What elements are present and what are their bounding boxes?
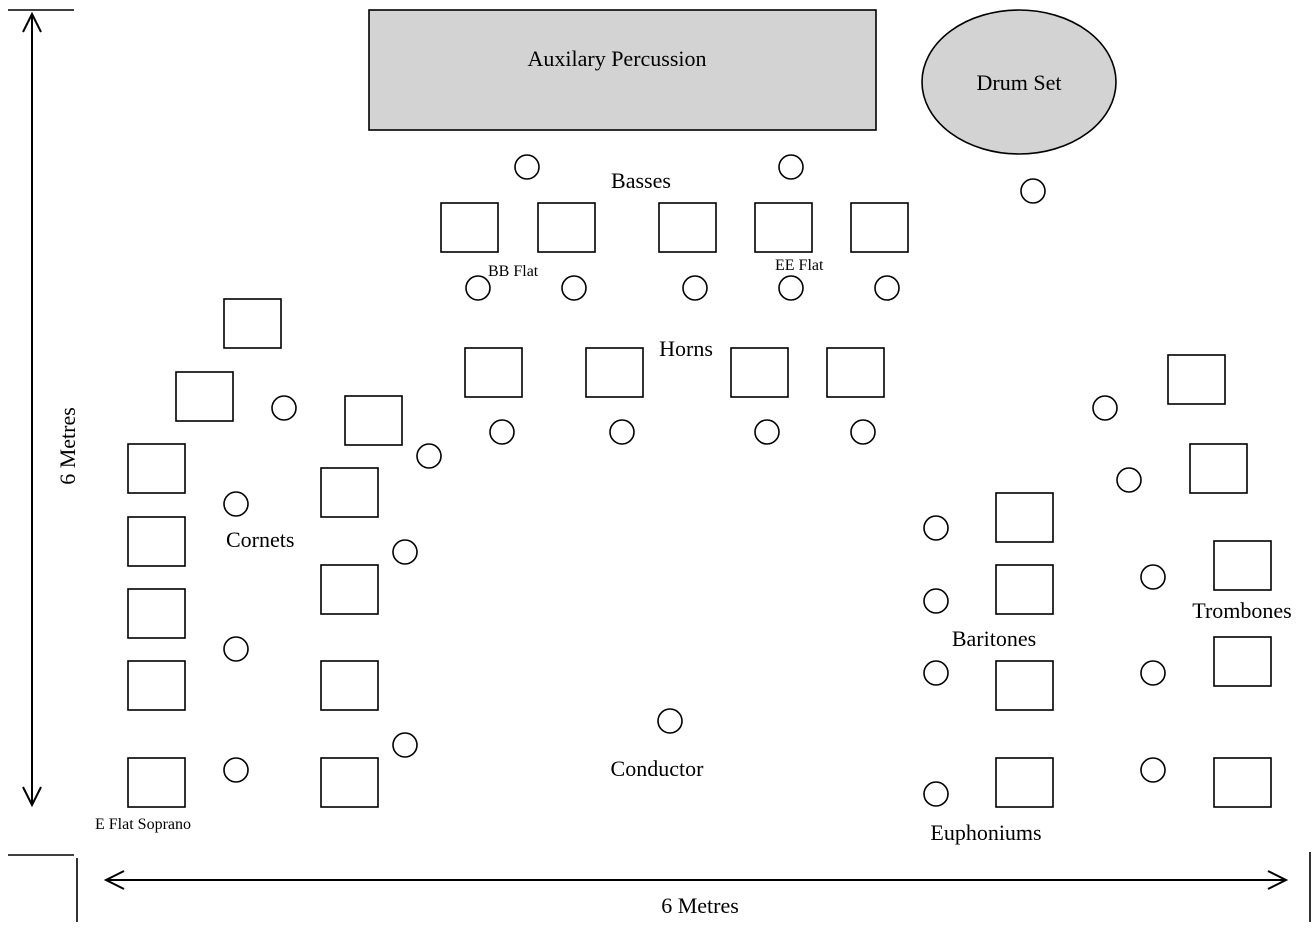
cornet-stand [127,660,186,711]
horn-seat [754,419,780,445]
height-dimension-label: 6 Metres [55,407,80,485]
ee-flat-label: EE Flat [775,257,824,274]
baritone-stand [995,492,1054,543]
trombone-seat [1140,757,1166,783]
conductor-seat [657,708,683,734]
cornets-label: Cornets [226,527,294,552]
horn-stand [826,347,885,398]
baritones-label: Baritones [952,626,1036,651]
horns-label: Horns [659,336,713,361]
horn-seat [489,419,515,445]
arrow-down-icon [22,786,42,808]
cornet-stand [320,660,379,711]
euphonium-seat [923,781,949,807]
horn-stand [464,347,523,398]
euphonium-stand [995,660,1054,711]
bass-seat [778,154,804,180]
baritone-seat [923,515,949,541]
bb-flat-label: BB Flat [488,263,539,280]
cornet-stand [127,516,186,567]
bass-stand [754,202,813,253]
trombones-label: Trombones [1192,598,1291,623]
baritone-seat [923,588,949,614]
bass-stand [658,202,717,253]
trombone-stand [1213,757,1272,808]
cornet-stand [344,395,403,446]
bass-stand [850,202,909,253]
cornet-seat [392,732,418,758]
bass-seat [778,275,804,301]
cornet-stand [320,564,379,615]
cornet-seat [223,491,249,517]
bass-seat [561,275,587,301]
trombone-stand [1213,636,1272,687]
cornet-stand [127,757,186,808]
horn-stand [730,347,789,398]
cornet-seat [223,757,249,783]
trombone-seat [1140,564,1166,590]
arrow-up-icon [22,11,42,33]
basses-label: Basses [611,168,671,193]
cornet-stand [320,467,379,518]
euphonium-seat [923,660,949,686]
cornet-seat [416,443,442,469]
auxiliary-percussion-area [368,9,877,131]
cornet-stand [127,588,186,639]
bass-stand [537,202,596,253]
bass-seat [465,275,491,301]
horn-stand [585,347,644,398]
trombone-seat [1092,395,1118,421]
width-dimension-label: 6 Metres [661,893,739,918]
cornet-seat [271,395,297,421]
arrow-right-icon [1267,870,1289,890]
conductor-label: Conductor [611,756,705,781]
horn-seat [609,419,635,445]
cornet-stand [127,443,186,494]
bass-seat [682,275,708,301]
auxiliary-percussion-label: Auxilary Percussion [527,46,706,71]
e-flat-soprano-label: E Flat Soprano [95,816,191,833]
trombone-stand [1189,443,1248,494]
euphoniums-label: Euphoniums [930,820,1041,845]
horn-seat [850,419,876,445]
bass-seat [514,154,540,180]
bass-stand [440,202,499,253]
cornet-seat [392,539,418,565]
trombone-stand [1167,354,1226,405]
cornet-stand [320,757,379,808]
cornet-seat [223,636,249,662]
arrow-left-icon [103,870,125,890]
drum-set-label: Drum Set [977,70,1062,95]
drum-set-seat [1020,178,1046,204]
trombone-seat [1140,660,1166,686]
euphonium-stand [995,757,1054,808]
trombone-seat [1116,467,1142,493]
baritone-stand [995,564,1054,615]
bass-seat [874,275,900,301]
cornet-stand [223,298,282,349]
cornet-stand [175,371,234,422]
trombone-stand [1213,540,1272,591]
drum-set-area [921,9,1117,155]
